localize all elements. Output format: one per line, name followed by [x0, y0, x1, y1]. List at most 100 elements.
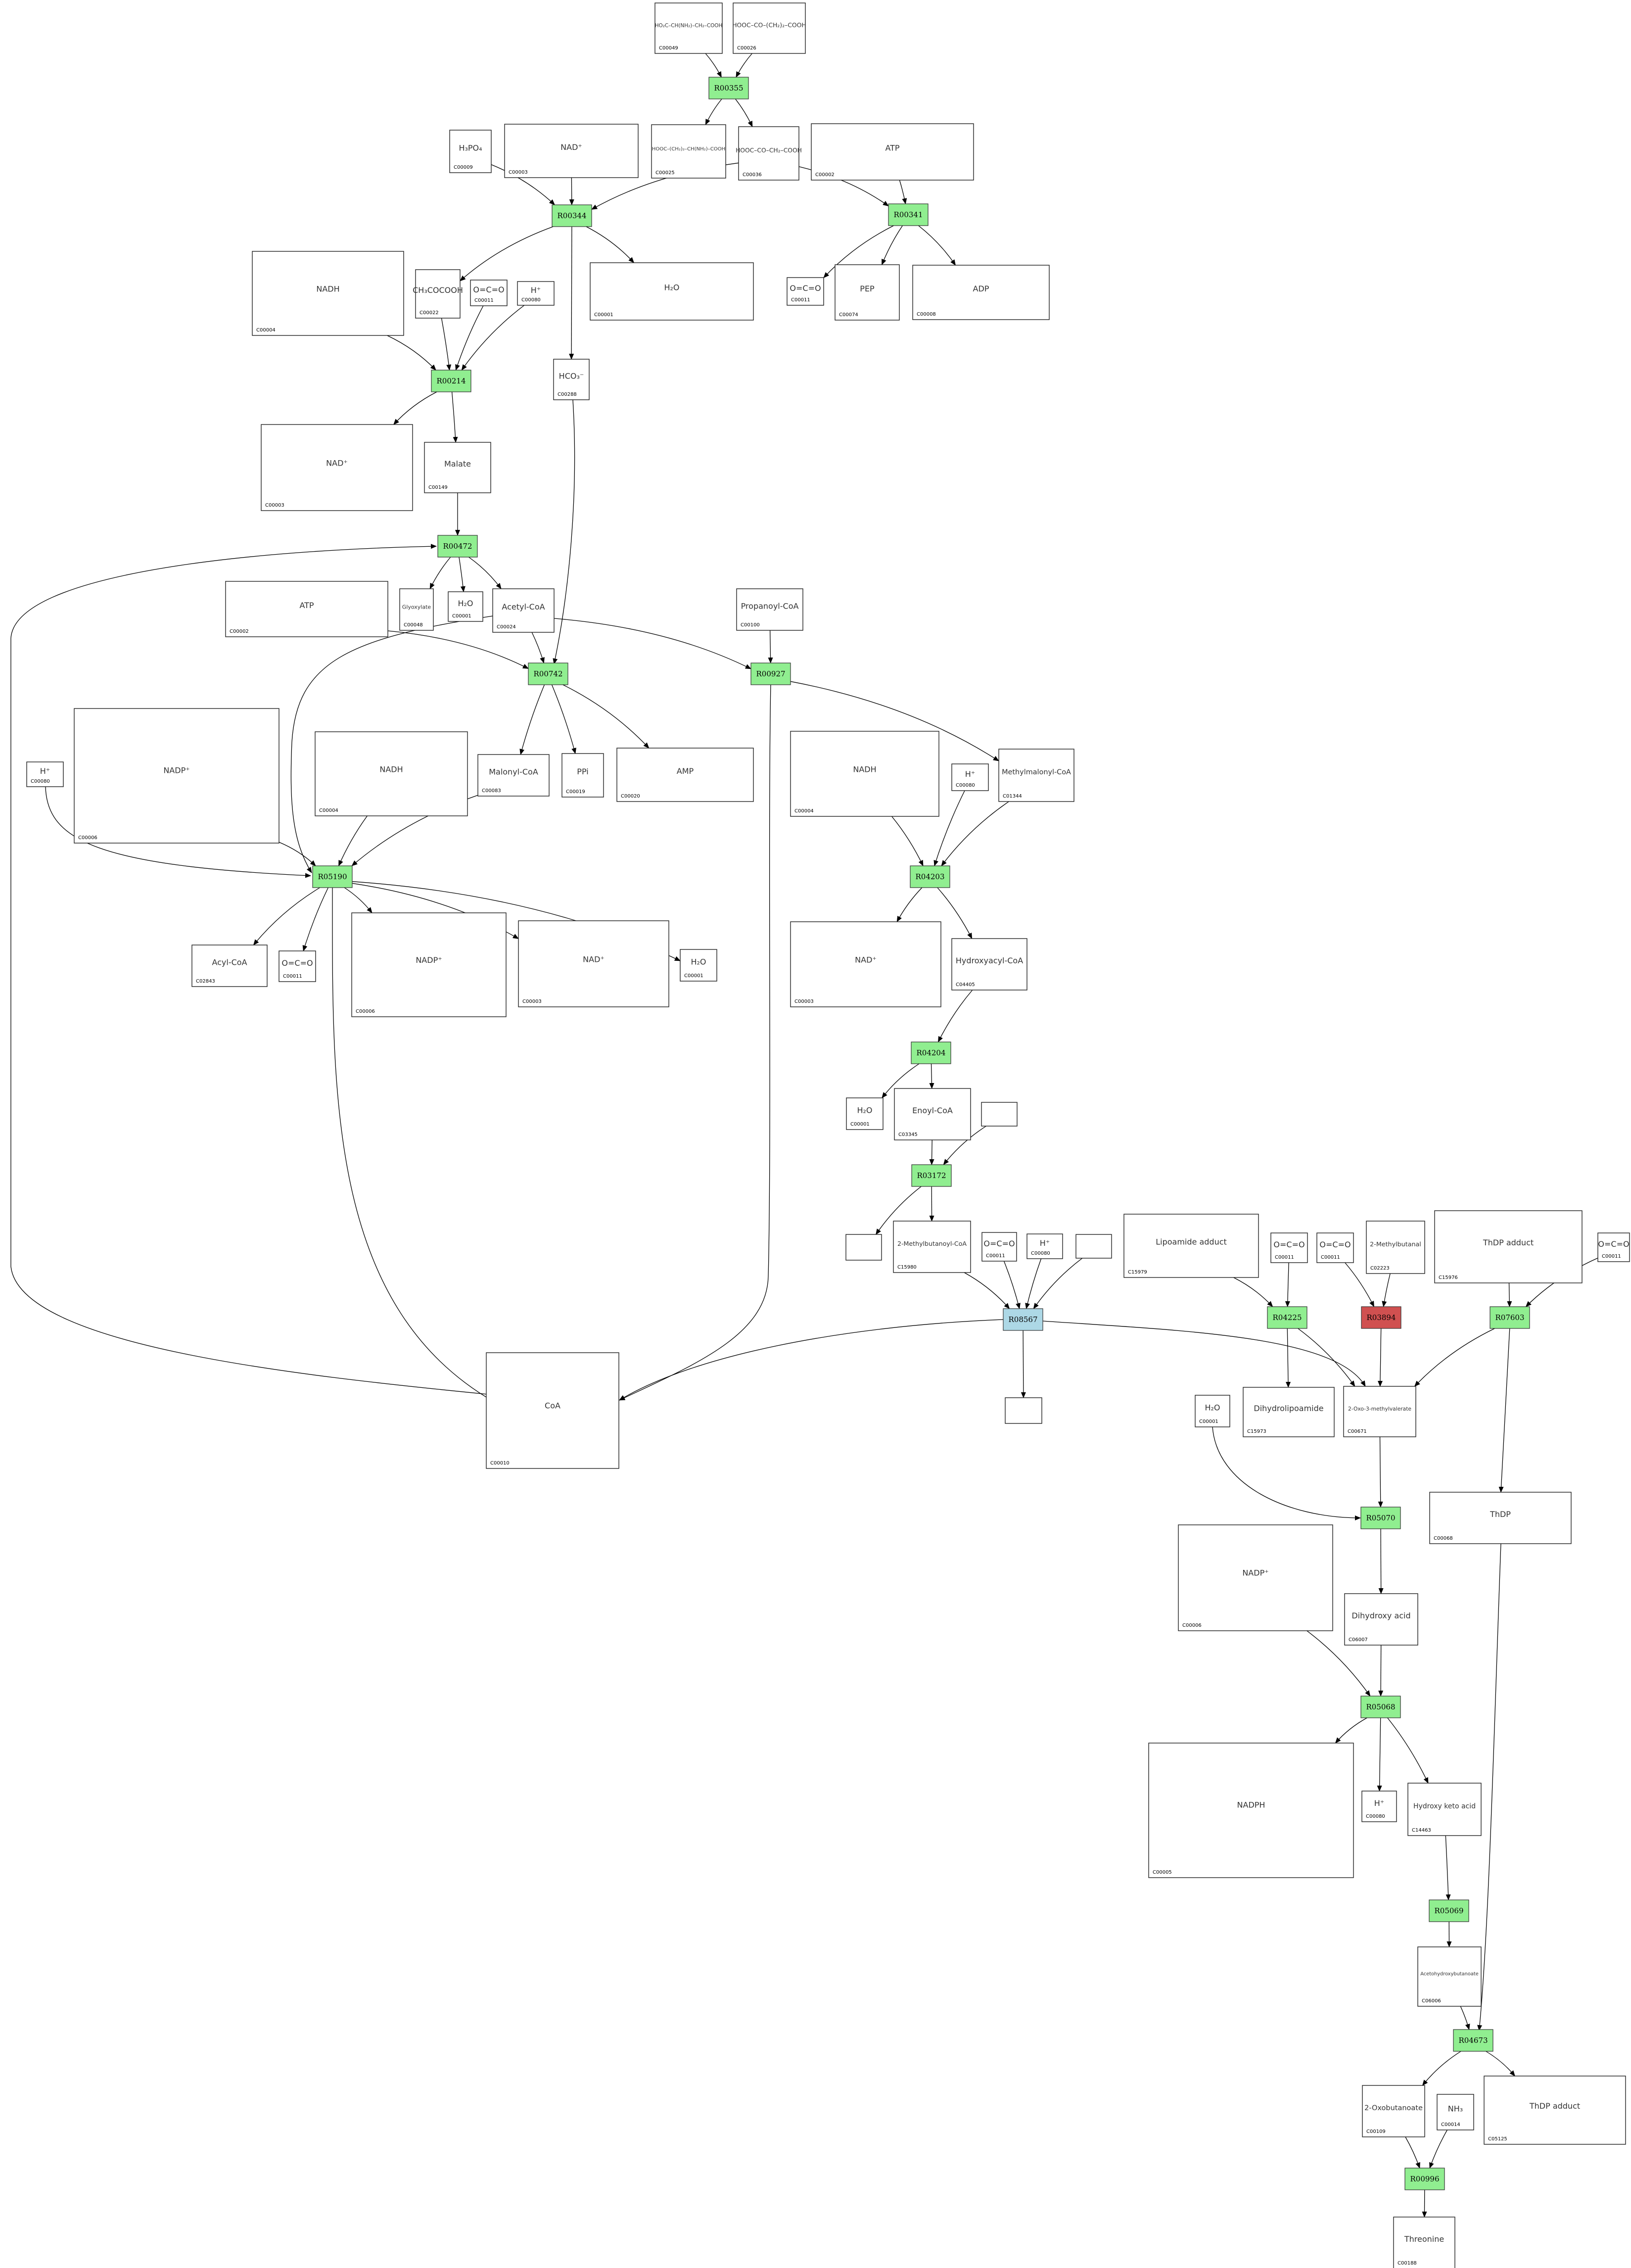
reaction-node-r05068[interactable]: R05068	[1360, 1696, 1401, 1718]
compound-box	[1484, 2076, 1626, 2145]
reaction-box	[431, 370, 471, 392]
reaction-node-r00996[interactable]: R00996	[1404, 2168, 1445, 2190]
compound-node[interactable]: H⁺C00080	[951, 763, 989, 791]
compound-box	[680, 949, 717, 982]
reaction-node-r03172[interactable]: R03172	[911, 1164, 952, 1187]
compound-id-label: C06007	[1349, 1637, 1368, 1643]
reaction-node-r08567[interactable]: R08567	[1003, 1308, 1043, 1331]
compound-box	[1437, 2094, 1474, 2130]
compound-node[interactable]: H⁺C00080	[1026, 1233, 1063, 1259]
compound-id-label: C00002	[815, 172, 835, 178]
compound-node[interactable]	[1005, 1397, 1042, 1424]
reaction-node-r00214[interactable]: R00214	[431, 370, 471, 392]
reaction-node-r00927[interactable]: R00927	[750, 662, 791, 685]
compound-node[interactable]	[845, 1234, 882, 1261]
compound-node[interactable]: NAD⁺C00003	[261, 424, 413, 511]
compound-box	[470, 280, 508, 306]
reaction-node-r05069[interactable]: R05069	[1429, 1899, 1469, 1922]
reaction-node-r00355[interactable]: R00355	[708, 77, 749, 99]
reaction-node-r07603[interactable]: R07603	[1490, 1306, 1530, 1329]
compound-node[interactable]: NADP⁺C00006	[1178, 1524, 1333, 1631]
compound-node[interactable]: NAD⁺C00003	[790, 921, 941, 1007]
reaction-node-r05070[interactable]: R05070	[1360, 1507, 1401, 1529]
reaction-node-r05190[interactable]: R05190	[312, 865, 353, 888]
reaction-node-r00341[interactable]: R00341	[888, 203, 929, 226]
compound-node[interactable]: NADP⁺C00006	[74, 708, 280, 844]
compound-node[interactable]	[981, 1102, 1018, 1127]
compound-node[interactable]: NAD⁺C00003	[518, 920, 669, 1007]
compound-box	[1195, 1395, 1230, 1427]
compound-node[interactable]: H⁺C00080	[1361, 1791, 1397, 1822]
edge-R00214-c17	[393, 391, 437, 425]
compound-node[interactable]	[1075, 1234, 1112, 1259]
compound-node[interactable]: H⁺C00080	[517, 281, 555, 306]
reaction-node-r00344[interactable]: R00344	[552, 204, 592, 227]
reaction-node-r00472[interactable]: R00472	[437, 535, 478, 558]
compound-node[interactable]: H⁺C00080	[26, 761, 64, 787]
reaction-node-r04673[interactable]: R04673	[1453, 2029, 1493, 2052]
reaction-node-r04203[interactable]: R04203	[910, 865, 950, 888]
reaction-node-r00742[interactable]: R00742	[528, 662, 568, 685]
compound-structure-glyph: ATP	[299, 601, 314, 610]
edge-R00344-c16	[569, 226, 574, 360]
compound-node[interactable]: HCO₃⁻C00288	[553, 359, 590, 400]
reaction-node-r04225[interactable]: R04225	[1267, 1306, 1307, 1329]
compound-node[interactable]: NAD⁺C00003	[504, 124, 639, 178]
reaction-node-r04204[interactable]: R04204	[911, 1041, 951, 1064]
compound-node[interactable]: NADP⁺C00006	[351, 912, 507, 1017]
reaction-node-r03894[interactable]: R03894	[1361, 1306, 1401, 1329]
